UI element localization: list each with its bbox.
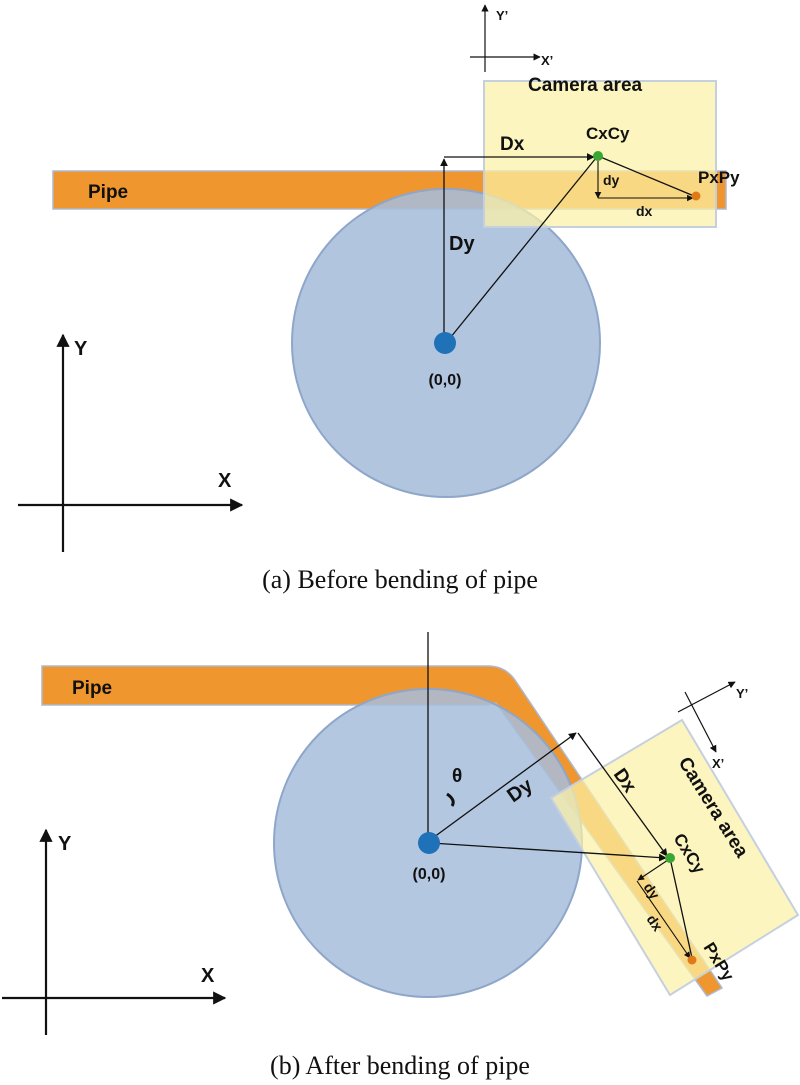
global-axes-b: Y X — [2, 828, 227, 1035]
pipe-label: Pipe — [72, 678, 112, 699]
origin-point — [434, 332, 456, 354]
target-point — [691, 191, 701, 201]
dy-small-vector — [637, 859, 669, 881]
dx-vector — [577, 732, 668, 857]
caption-b: (b) After bending of pipe — [270, 1051, 530, 1080]
camera-center-point — [665, 853, 675, 863]
camera-axes-b: Y’ X’ — [677, 681, 748, 771]
theta-arc — [446, 792, 455, 807]
dy-small-label: dy — [603, 172, 620, 188]
cam-axis-y-label: Y’ — [496, 8, 508, 23]
center-vector — [430, 842, 667, 862]
point-label: PxPy — [698, 168, 740, 187]
axis-y-label: Y — [58, 833, 72, 855]
target-vector — [597, 155, 695, 197]
axis-x-label: X — [201, 965, 215, 987]
cam-axis-y-label: Y’ — [736, 686, 748, 701]
origin-label: (0,0) — [413, 866, 446, 883]
center-vector — [445, 157, 597, 344]
dy-small-label: dy — [641, 880, 664, 903]
dx-small-vector — [636, 880, 691, 959]
caption-a: (a) Before bending of pipe — [262, 565, 538, 594]
panel-a: Y X Pipe Camera area Y’ X’ Dx Dy dy dx C… — [18, 4, 740, 594]
origin-point — [418, 832, 440, 854]
cam-axis-x-label: X’ — [541, 53, 553, 68]
dx-small-label: dx — [644, 912, 667, 935]
camera-axes-a: Y’ X’ — [470, 4, 553, 72]
dx-small-label: dx — [636, 203, 653, 219]
target-vector — [669, 857, 693, 959]
dx-big-label: Dx — [500, 134, 525, 155]
cam-axis-x-label: X’ — [712, 756, 724, 771]
global-axes-a: Y X — [18, 333, 244, 552]
theta-label: θ — [452, 766, 462, 787]
camera-center-point — [593, 151, 603, 161]
center-label: CxCy — [586, 124, 630, 143]
origin-label: (0,0) — [429, 372, 462, 389]
axis-y-label: Y — [74, 338, 88, 360]
panel-b: Y X Pipe Camera area Y’ X’ θ Dx Dy — [2, 632, 800, 1080]
axis-x-label: X — [218, 470, 232, 492]
pipe-label: Pipe — [88, 182, 128, 203]
dy-vector — [429, 732, 577, 841]
target-point — [687, 955, 697, 965]
dy-big-label: Dy — [449, 233, 475, 255]
camera-area-label: Camera area — [528, 75, 643, 96]
